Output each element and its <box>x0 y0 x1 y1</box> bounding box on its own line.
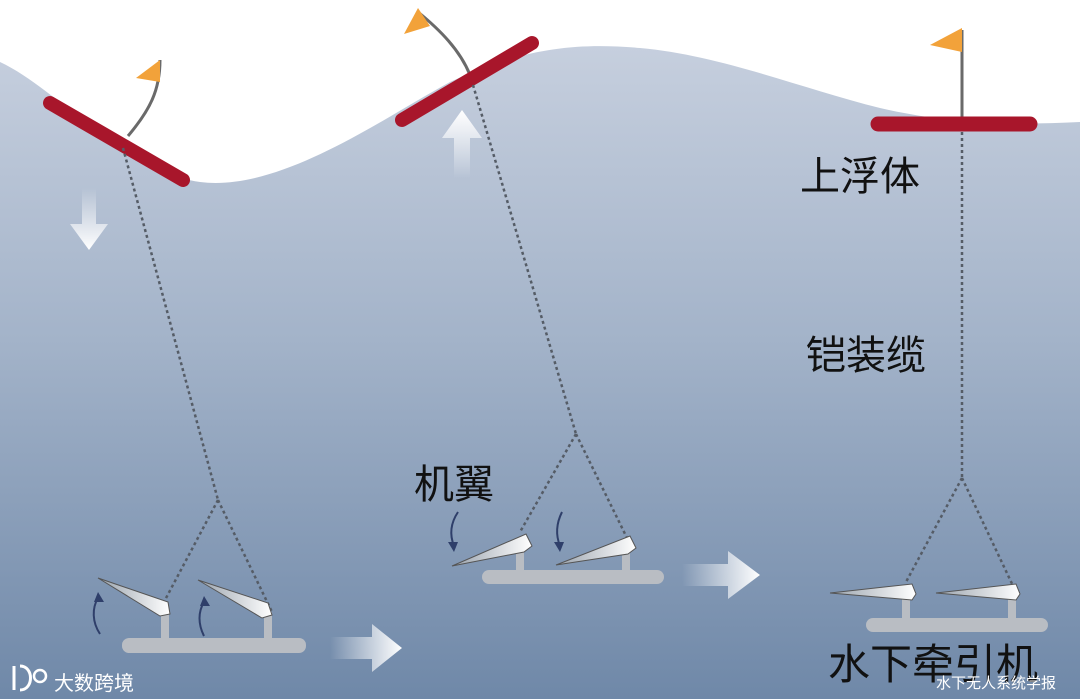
logo-icon <box>12 664 48 692</box>
right-arrow-icon <box>682 551 760 599</box>
wing <box>97 577 171 617</box>
underwater-tractor-body <box>122 638 306 653</box>
watermark-right: 水下无人系统学报 <box>936 674 1057 692</box>
upper-float <box>43 96 190 187</box>
wing-rotation-arrow-icon <box>448 542 458 552</box>
wing-rotation-arrow-icon <box>94 592 104 602</box>
up-arrow-icon <box>442 110 482 178</box>
upper-float <box>395 36 539 127</box>
wing <box>451 533 533 567</box>
wing <box>829 583 917 601</box>
glider-strut <box>1008 596 1016 620</box>
flag-icon <box>930 28 962 52</box>
glider-position-1 <box>43 59 402 672</box>
down-arrow-icon <box>70 188 108 250</box>
glider-strut <box>902 596 910 620</box>
armored-cable <box>121 147 220 501</box>
right-arrow-icon <box>330 624 402 672</box>
watermark-left: 大数跨境 <box>54 671 134 695</box>
wing <box>555 535 637 566</box>
wing <box>197 579 273 619</box>
label-underwater-tractor: 水下牵引机 <box>828 640 1039 689</box>
sea-water <box>0 46 1080 699</box>
wing-rotation-arrow-icon <box>554 542 564 552</box>
glider-position-2 <box>395 8 760 599</box>
flag-icon <box>404 8 430 34</box>
cable-branch <box>163 499 220 601</box>
cable-branch <box>216 499 274 613</box>
underwater-tractor-body <box>866 618 1048 632</box>
wing-rotation-arrow-icon <box>200 596 210 606</box>
cable-branch <box>574 433 630 541</box>
flag-icon <box>136 60 160 82</box>
cable-branch <box>904 477 964 583</box>
flag-pole <box>417 10 472 76</box>
glider-strut <box>161 604 169 640</box>
glider-strut <box>264 612 272 640</box>
wing <box>935 583 1021 601</box>
glider-position-3 <box>829 28 1048 632</box>
underwater-tractor-body <box>482 570 664 584</box>
armored-cable <box>471 84 578 435</box>
label-wing: 机翼 <box>414 462 494 508</box>
glider-strut <box>516 546 524 572</box>
label-upper-float: 上浮体 <box>800 154 920 200</box>
label-armored-cable: 铠装缆 <box>806 333 926 379</box>
cable-branch <box>518 433 578 533</box>
glider-strut <box>622 548 630 572</box>
cable-branch <box>960 477 1016 589</box>
